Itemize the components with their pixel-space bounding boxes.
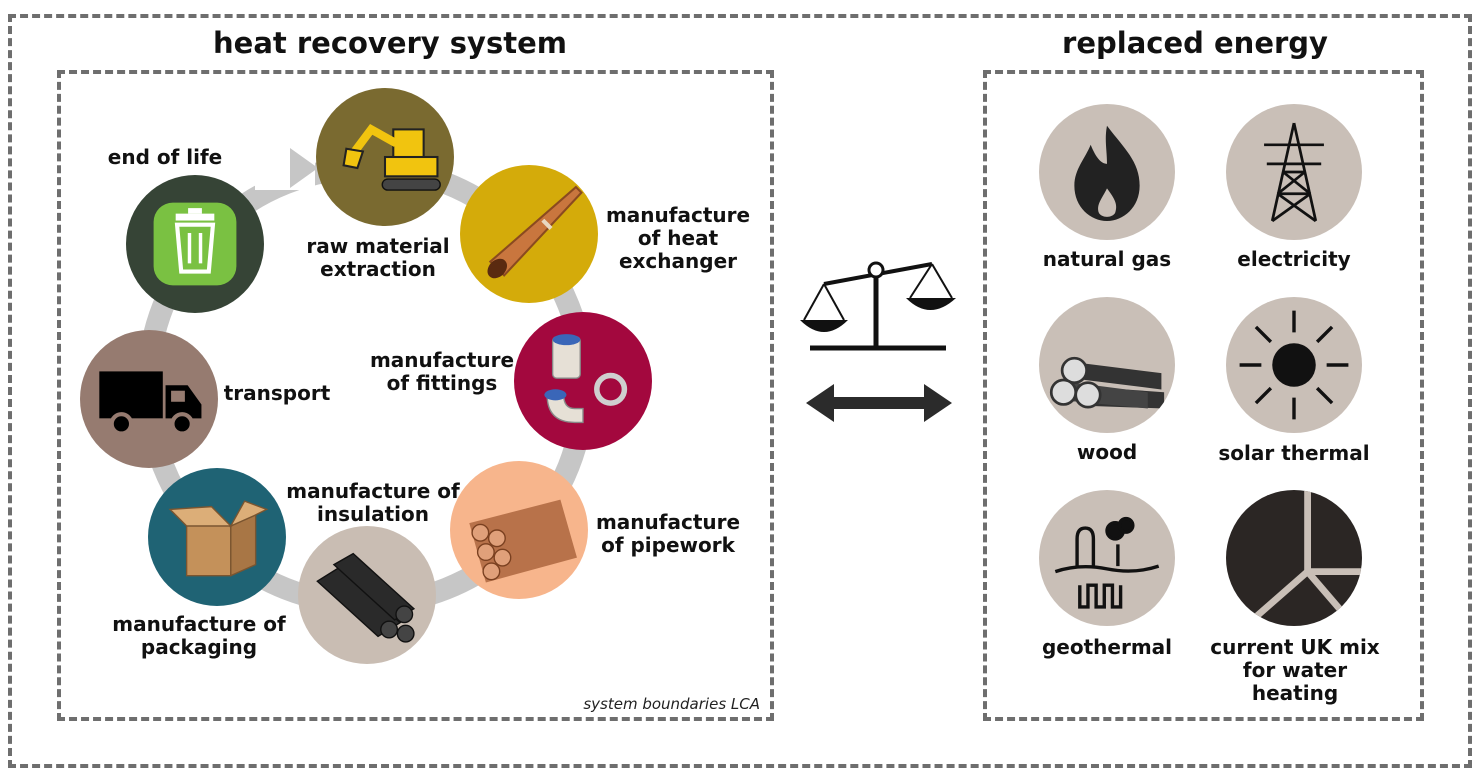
system-boundary-frame [57,70,774,721]
raw-material-circle [316,88,454,226]
replaced-energy-title: replaced energy [1062,26,1328,60]
insulation-circle [298,526,436,664]
footnote-system-boundaries: system boundaries LCA [583,695,760,713]
cardboard-box-icon [168,500,269,577]
pipe-bundle-icon [469,499,577,583]
logs-icon [1049,356,1165,409]
uk-mix-pie-icon [1250,490,1362,622]
flame-icon [1074,125,1140,221]
heat-recovery-title: heat recovery system [213,26,567,60]
excavator-icon [342,124,441,191]
truck-icon [99,371,202,436]
label-end-of-life: end of life [107,145,223,169]
label-solar-thermal: solar thermal [1218,441,1370,465]
sun-icon [1239,310,1349,420]
transport-circle [80,330,218,468]
uk-mix-circle [1226,490,1362,626]
end-of-life-circle [126,175,264,313]
heat-exchanger-circle [460,165,598,303]
geothermal-circle [1039,490,1175,626]
pipe-fittings-icon [544,334,628,424]
pylon-icon [1264,122,1324,223]
insulation-tubes-icon [316,552,416,643]
balance-scale-icon [800,261,956,351]
outer-frame [8,14,1472,768]
label-natural-gas: natural gas [1042,247,1172,271]
double-arrow-icon [806,384,952,422]
label-transport: transport [223,381,331,405]
fittings-circle [514,312,652,450]
solar-thermal-circle [1226,297,1362,433]
label-electricity: electricity [1237,247,1351,271]
pipework-circle [450,461,588,599]
copper-pipe-icon [487,185,583,279]
natural-gas-circle [1039,104,1175,240]
label-wood: wood [1076,440,1138,464]
geothermal-icon [1054,516,1160,609]
replaced-energy-frame [983,70,1424,721]
trash-bin-icon [153,202,237,286]
wood-circle [1039,297,1175,433]
packaging-circle [148,468,286,606]
electricity-circle [1226,104,1362,240]
label-geothermal: geothermal [1041,635,1173,659]
